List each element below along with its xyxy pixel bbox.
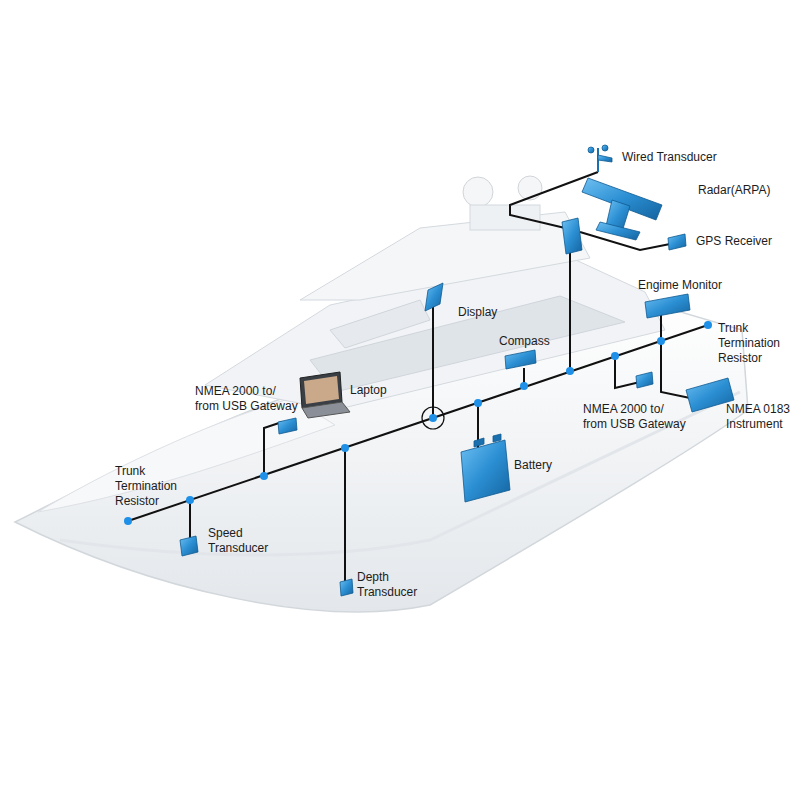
yacht-hull-stripe (60, 392, 740, 555)
radar-dome (463, 177, 493, 207)
callout-label: Trunk Termination Resistor (718, 321, 796, 366)
callout-label: Trunk Termination Resistor (115, 464, 193, 509)
device-icons (180, 145, 734, 596)
callout-label: Depth Transducer (357, 570, 429, 600)
callout-label: NMEA 2000 to/ from USB Gateway (195, 384, 299, 414)
laptop-icon (300, 372, 350, 418)
callout-label: Engime Monitor (638, 278, 722, 293)
callout-label: GPS Receiver (696, 234, 772, 249)
display-tee-ring (422, 407, 444, 429)
network-wires (128, 172, 708, 583)
connector-dots (124, 321, 712, 525)
yacht-windows (310, 296, 625, 392)
callout-label: NMEA 0183 Instrument (726, 402, 800, 432)
callout-label: Speed Transducer (208, 526, 280, 556)
callout-label: Laptop (350, 383, 387, 398)
yacht-deck (38, 398, 335, 512)
yacht-windshield (330, 300, 430, 348)
callout-label: NMEA 2000 to/ from USB Gateway (583, 402, 687, 432)
radar-dome (518, 176, 542, 200)
yacht-upper-deck (300, 212, 590, 300)
callout-label: Wired Transducer (622, 150, 717, 165)
callout-label: Display (458, 305, 497, 320)
callout-label: Battery (514, 458, 552, 473)
callout-label: Compass (499, 334, 550, 349)
callout-label: Radar(ARPA) (698, 183, 770, 198)
radar-mast (470, 205, 540, 230)
